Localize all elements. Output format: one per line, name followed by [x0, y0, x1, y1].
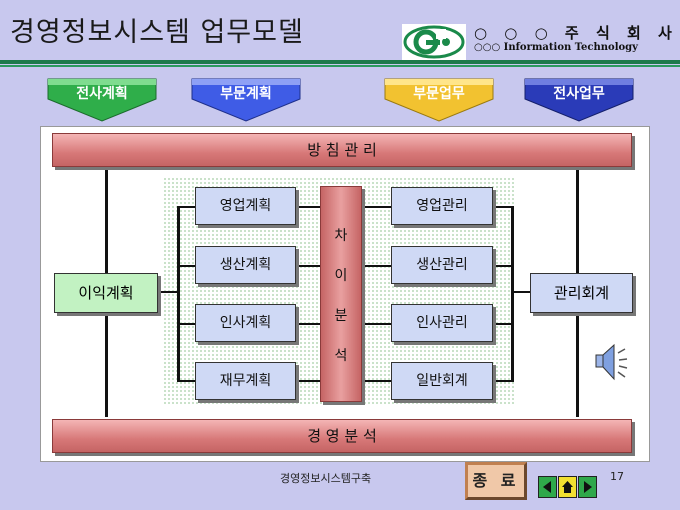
- center-char: 석: [334, 348, 348, 364]
- tab-company-plan[interactable]: 전사계획: [42, 77, 162, 122]
- company-logo: [402, 24, 466, 60]
- tab-dept-work[interactable]: 부문업무: [379, 77, 499, 122]
- connector-line: [491, 265, 513, 267]
- connector-line: [177, 265, 196, 267]
- sales-management-box: 영업관리: [391, 187, 493, 225]
- connector-line: [360, 265, 392, 267]
- tab-label: 전사업무: [553, 86, 605, 102]
- connector-line: [294, 206, 322, 208]
- connector-line: [294, 380, 322, 382]
- connector-line: [491, 206, 513, 208]
- tab-company-work[interactable]: 전사업무: [519, 77, 639, 122]
- hr-management-box: 인사관리: [391, 304, 493, 342]
- page-number: 17: [610, 470, 624, 483]
- nav-prev-icon[interactable]: [538, 476, 557, 498]
- tab-label: 전사계획: [76, 86, 128, 102]
- connector-line: [360, 380, 392, 382]
- connector-line: [177, 206, 196, 208]
- policy-management-bar: 방 침 관 리: [52, 133, 632, 167]
- connector-line: [294, 265, 322, 267]
- connector-line: [360, 206, 392, 208]
- production-management-box: 생산관리: [391, 246, 493, 284]
- company-name: ○ ○ ○ 주 식 회 사: [474, 24, 678, 42]
- connector-line: [360, 323, 392, 325]
- connector-line: [491, 323, 513, 325]
- page-title: 경영정보시스템 업무모델: [10, 17, 304, 48]
- center-char: 차: [334, 228, 348, 244]
- end-button[interactable]: 종 료: [465, 462, 527, 500]
- connector-line: [513, 291, 532, 293]
- center-char: 이: [334, 268, 348, 284]
- tab-dept-plan[interactable]: 부문계획: [186, 77, 306, 122]
- tab-label: 부문계획: [220, 86, 272, 102]
- footer-title: 경영정보시스템구축: [280, 472, 372, 485]
- connector-line: [294, 323, 322, 325]
- nav-next-icon[interactable]: [578, 476, 597, 498]
- header-rule: [0, 60, 680, 64]
- general-accounting-box: 일반회계: [391, 362, 493, 400]
- production-plan-box: 생산계획: [195, 246, 296, 284]
- management-analysis-bar: 경 영 분 석: [52, 419, 632, 453]
- connector-line: [177, 323, 196, 325]
- tab-label: 부문업무: [413, 86, 465, 102]
- variance-analysis-column: 차 이 분 석: [320, 186, 362, 402]
- hr-plan-box: 인사계획: [195, 304, 296, 342]
- finance-plan-box: 재무계획: [195, 362, 296, 400]
- nav-home-icon[interactable]: [558, 476, 577, 498]
- connector-line: [177, 380, 196, 382]
- company-subtitle: ○○○ Information Technology: [474, 42, 638, 53]
- connector-line: [156, 291, 178, 293]
- profit-plan-box: 이익계획: [54, 273, 158, 313]
- connector-line: [177, 206, 180, 382]
- speaker-icon[interactable]: [592, 340, 632, 384]
- management-accounting-box: 관리회계: [530, 273, 633, 313]
- center-char: 분: [334, 308, 348, 324]
- header-rule-thin: [0, 65, 680, 67]
- connector-line: [491, 380, 513, 382]
- connector-line: [511, 206, 514, 382]
- sales-plan-box: 영업계획: [195, 187, 296, 225]
